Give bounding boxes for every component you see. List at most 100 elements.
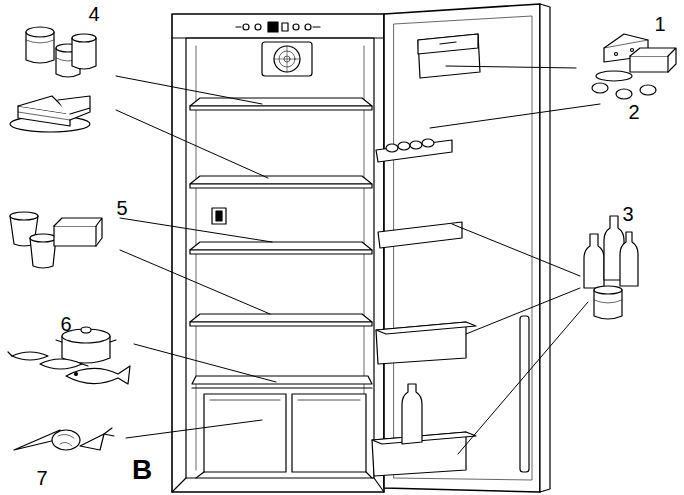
control-panel [236, 26, 241, 27]
fan-unit [262, 42, 312, 76]
jars-illustration [72, 38, 96, 69]
control-panel [255, 24, 261, 30]
jars-illustration [26, 27, 54, 37]
cheese-illustration [631, 49, 634, 52]
fridge-door [384, 4, 540, 492]
fridge-door [384, 4, 550, 492]
bottles-illustration [584, 234, 604, 288]
leader-line [466, 288, 580, 334]
yogurt-illustration [30, 234, 56, 242]
fridge-cabinet [172, 478, 186, 492]
fridge-cabinet [172, 14, 384, 492]
egg-tray [386, 144, 398, 152]
cheese-illustration [615, 53, 618, 56]
butter-compartment [418, 34, 480, 78]
yogurt-illustration [10, 212, 102, 268]
control-panel [282, 23, 288, 31]
control-panel [268, 22, 278, 32]
leader-line [116, 66, 600, 454]
fish-illustration [66, 366, 130, 384]
leader-line [116, 76, 262, 104]
cheese-illustration [630, 56, 668, 72]
cheese-illustration [616, 89, 632, 99]
fan-unit [274, 46, 300, 72]
crisper-cover [192, 376, 372, 388]
milk-bottle [402, 384, 422, 444]
cheese-illustration [592, 83, 608, 93]
yogurt-illustration [10, 212, 38, 220]
callout-number: 3 [622, 204, 633, 224]
leader-line [116, 110, 268, 178]
shelf-clip [216, 211, 222, 221]
bottles-illustration [584, 216, 638, 319]
vegetables-illustration [14, 428, 114, 450]
control-panel [305, 24, 311, 30]
pot-illustration [56, 340, 116, 342]
glass-shelf [190, 242, 372, 250]
cake-illustration [18, 112, 70, 120]
leader-line [120, 218, 272, 242]
fish-illustration [75, 373, 78, 376]
cake-illustration [10, 96, 90, 132]
glass-shelf [190, 98, 372, 106]
vegetables-illustration [58, 434, 74, 446]
fridge-door [540, 4, 550, 492]
vegetables-illustration [104, 428, 114, 436]
sausage-illustration [8, 352, 88, 369]
crisper-drawer [196, 394, 372, 478]
door-bin [372, 222, 476, 476]
glass-shelf [190, 184, 372, 188]
fridge-cabinet [172, 37, 384, 38]
cheese-illustration [592, 34, 676, 99]
crisper-drawer [210, 400, 360, 401]
crisper-drawer [292, 394, 366, 472]
fan-unit [262, 42, 312, 76]
callout-number: 5 [116, 198, 127, 218]
cheese-illustration [604, 40, 648, 48]
vegetables-illustration [80, 434, 104, 450]
leader-line [458, 302, 588, 454]
jars-illustration [72, 34, 96, 42]
leader-line [446, 66, 576, 68]
leader-line [430, 104, 600, 128]
glass-shelf [190, 176, 372, 184]
control-panel [243, 24, 249, 30]
vegetables-illustration [52, 430, 80, 450]
yogurt-illustration [54, 226, 96, 246]
glass-shelf [190, 314, 372, 322]
fridge-cabinet [172, 14, 384, 492]
glass-shelf [190, 250, 372, 254]
jars-illustration [26, 27, 96, 77]
control-panel [236, 22, 320, 32]
leader-line [126, 420, 262, 438]
door-bin [372, 432, 476, 444]
butter-compartment [418, 34, 478, 54]
crisper-drawer [204, 394, 286, 472]
butter-compartment [418, 34, 480, 78]
callout-number: 1 [654, 14, 665, 34]
leader-line [452, 224, 580, 276]
figure-letter: B [132, 456, 152, 484]
crisper-drawer [196, 472, 372, 478]
crisper-cover [192, 387, 372, 388]
fridge-door [520, 316, 529, 472]
crisper-cover [192, 376, 372, 384]
shelf-clip [212, 208, 226, 224]
egg-tray [422, 139, 434, 147]
control-panel [313, 26, 320, 27]
sausage-illustration [40, 359, 82, 369]
shelf-clip [212, 208, 226, 224]
pot-illustration [81, 327, 91, 333]
bottles-illustration [594, 300, 622, 303]
glass-shelf [190, 106, 372, 110]
egg-tray [376, 140, 452, 162]
callout-number: 7 [36, 468, 47, 488]
bottles-illustration [620, 232, 638, 286]
cheese-illustration [630, 48, 676, 72]
callout-number: 2 [628, 102, 639, 122]
fan-unit [287, 46, 288, 72]
cake-illustration [58, 96, 90, 120]
fridge-cabinet [186, 38, 374, 478]
